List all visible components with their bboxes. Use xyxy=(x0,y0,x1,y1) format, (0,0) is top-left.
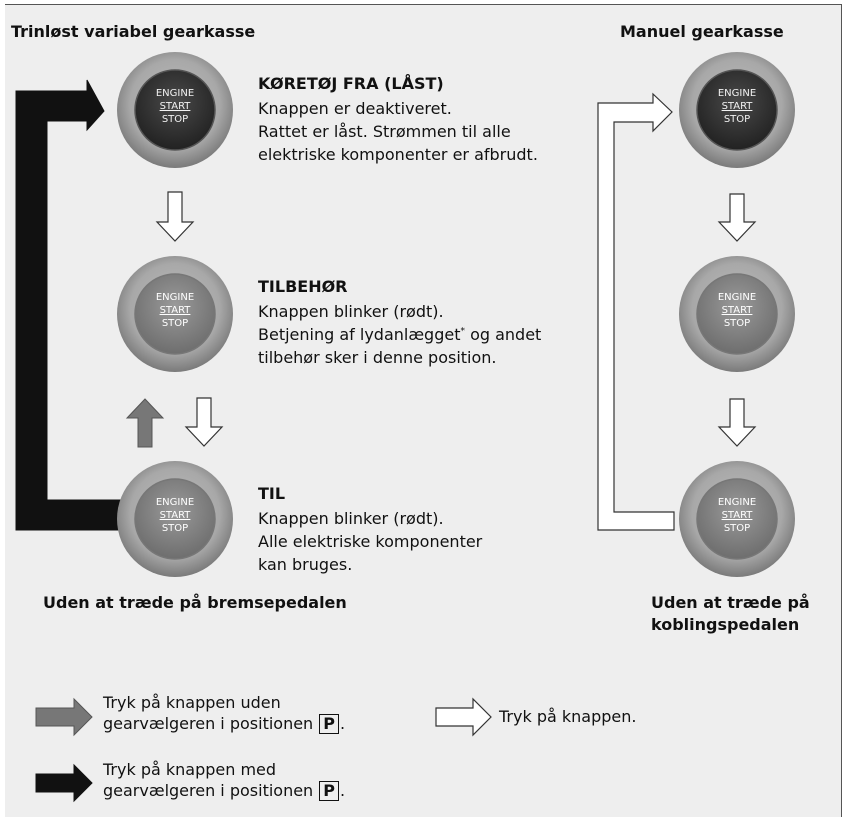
right-column-title: Manuel gearkasse xyxy=(620,22,784,41)
state-on-line1: Knappen blinker (rødt). xyxy=(258,509,444,528)
engine-button-off-left xyxy=(117,52,233,168)
p-position-symbol: P xyxy=(319,781,340,801)
p-position-symbol: P xyxy=(319,714,340,734)
legend-gray-line1: Tryk på knappen uden xyxy=(103,693,281,712)
legend-black-line1: Tryk på knappen med xyxy=(103,760,277,779)
state-accessory-line2-text: Betjening af lydanlægget xyxy=(258,325,461,344)
engine-label-line1: ENGINE xyxy=(717,292,757,303)
engine-button-accessory-right xyxy=(679,256,795,372)
left-column-title: Trinløst variabel gearkasse xyxy=(11,22,256,41)
engine-button-on-right xyxy=(679,461,795,577)
engine-label-line2: START xyxy=(159,305,191,316)
engine-label-line2: START xyxy=(721,101,753,112)
caption-left: Uden at træde på bremsepedalen xyxy=(43,593,347,612)
legend-black-line2-text: gearvælgeren i positionen xyxy=(103,781,314,800)
engine-label-line2: START xyxy=(721,305,753,316)
engine-label-line1: ENGINE xyxy=(155,292,195,303)
legend-black-period: . xyxy=(340,781,346,800)
state-off-line1: Knappen er deaktiveret. xyxy=(258,99,452,118)
engine-label-line3: STOP xyxy=(161,318,189,329)
state-accessory-line1: Knappen blinker (rødt). xyxy=(258,302,444,321)
engine-label-line1: ENGINE xyxy=(155,88,195,99)
state-accessory-line2-rest: og andet xyxy=(464,325,542,344)
state-accessory-line3: tilbehør sker i denne position. xyxy=(258,348,497,367)
footnote-mark: * xyxy=(460,326,465,337)
state-accessory-line2: Betjening af lydanlægget* og andet xyxy=(258,324,541,346)
engine-label-line3: STOP xyxy=(723,114,751,125)
legend-black-line2: gearvælgeren i positionen P. xyxy=(103,780,345,802)
white-loop-arrow xyxy=(597,92,675,531)
engine-button-label: ENGINE START STOP xyxy=(145,87,205,126)
engine-button-label: ENGINE START STOP xyxy=(707,291,767,330)
engine-label-line3: STOP xyxy=(723,523,751,534)
engine-label-line2: START xyxy=(159,510,191,521)
down-arrow-right-2 xyxy=(717,398,757,447)
up-arrow-gray xyxy=(125,398,165,448)
engine-label-line3: STOP xyxy=(723,318,751,329)
engine-label-line3: STOP xyxy=(161,114,189,125)
engine-label-line2: START xyxy=(159,101,191,112)
engine-button-on-left xyxy=(117,461,233,577)
legend-gray-line2: gearvælgeren i positionen P. xyxy=(103,713,345,735)
state-accessory-title: TILBEHØR xyxy=(258,277,348,296)
legend-black-arrow xyxy=(35,763,93,803)
legend-gray-arrow xyxy=(35,697,93,737)
caption-right-line2: koblingspedalen xyxy=(651,615,800,634)
engine-button-label: ENGINE START STOP xyxy=(145,496,205,535)
engine-button-label: ENGINE START STOP xyxy=(707,87,767,126)
caption-right-line1: Uden at træde på xyxy=(651,593,810,612)
engine-label-line3: STOP xyxy=(161,523,189,534)
legend-white-arrow xyxy=(435,697,492,737)
engine-label-line1: ENGINE xyxy=(717,497,757,508)
state-on-line3: kan bruges. xyxy=(258,555,353,574)
state-off-line2: Rattet er låst. Strømmen til alle xyxy=(258,122,511,141)
engine-button-accessory-left xyxy=(117,256,233,372)
engine-label-line1: ENGINE xyxy=(717,88,757,99)
engine-button-off-right xyxy=(679,52,795,168)
down-arrow-left-1 xyxy=(155,191,195,242)
black-loop-arrow xyxy=(15,79,125,531)
down-arrow-left-2 xyxy=(184,397,224,447)
legend-gray-period: . xyxy=(340,714,346,733)
engine-button-label: ENGINE START STOP xyxy=(145,291,205,330)
down-arrow-right-1 xyxy=(717,193,757,242)
engine-label-line1: ENGINE xyxy=(155,497,195,508)
legend-gray-line2-text: gearvælgeren i positionen xyxy=(103,714,314,733)
state-off-title: KØRETØJ FRA (LÅST) xyxy=(258,74,444,93)
legend-white-text: Tryk på knappen. xyxy=(499,707,637,726)
state-off-line3: elektriske komponenter er afbrudt. xyxy=(258,145,538,164)
engine-button-label: ENGINE START STOP xyxy=(707,496,767,535)
engine-label-line2: START xyxy=(721,510,753,521)
state-on-title: TIL xyxy=(258,484,286,503)
state-on-line2: Alle elektriske komponenter xyxy=(258,532,483,551)
